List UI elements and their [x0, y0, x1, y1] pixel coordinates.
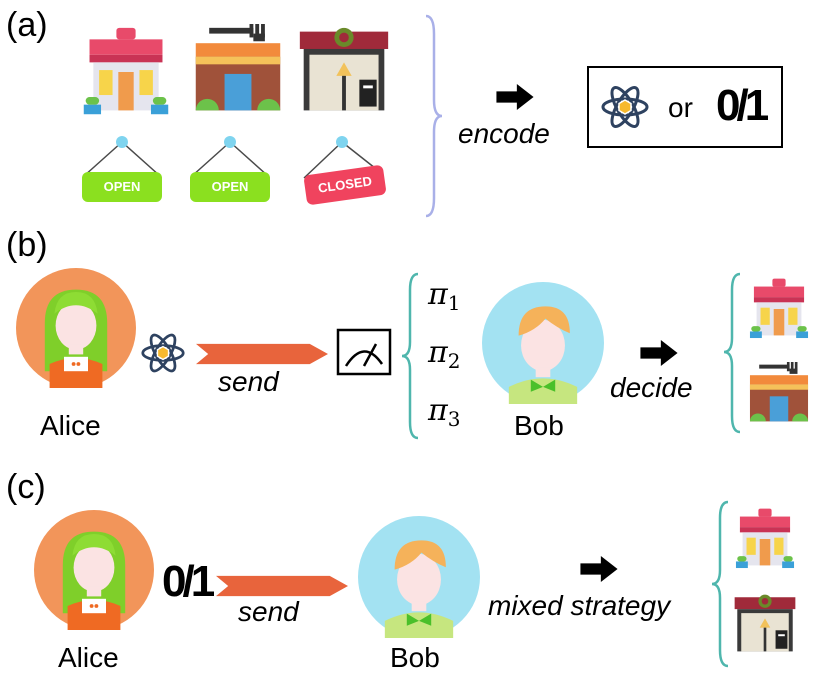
classical-bit-label: 0/1 [162, 557, 215, 606]
shop-icon [78, 24, 174, 120]
send-label: send [238, 596, 299, 627]
or-label: or [668, 92, 693, 123]
send-label: send [218, 366, 279, 397]
alice-avatar [16, 268, 136, 388]
measurement-3: π3 [428, 393, 461, 431]
atom-icon [140, 330, 186, 376]
open-sign: OPEN [82, 172, 162, 202]
alice-name: Alice [58, 642, 119, 673]
bob-name: Bob [514, 410, 564, 441]
arrow-icon [496, 84, 534, 110]
meter-icon [336, 328, 392, 376]
arrow-icon [580, 556, 618, 582]
classical-bit-label: 0/1 [716, 81, 769, 130]
panel-a-label: (a) [6, 6, 48, 44]
sign-hangers [83, 136, 380, 179]
shop-icon [746, 276, 812, 342]
alice-avatar [34, 510, 154, 630]
restaurant-icon [746, 362, 812, 428]
panel-b-label: (b) [6, 226, 48, 264]
restaurant-icon [190, 24, 286, 120]
brace-c [711, 500, 729, 668]
open-sign: OPEN [190, 172, 270, 202]
bob-avatar [358, 516, 480, 638]
encoding-box [587, 66, 783, 148]
encode-label: encode [458, 118, 550, 149]
brace-a [425, 14, 443, 218]
panel-c-label: (c) [6, 468, 46, 506]
arrow-icon [640, 340, 678, 366]
mixed-strategy-label: mixed strategy [488, 590, 671, 621]
decide-label: decide [610, 372, 693, 403]
measurement-1: π1 [428, 277, 461, 315]
brace-b [401, 272, 419, 440]
alice-name: Alice [40, 410, 101, 441]
bob-name: Bob [390, 642, 440, 673]
cafe-icon [296, 24, 392, 120]
cafe-icon [732, 592, 798, 658]
brace-b-right [723, 272, 741, 434]
atom-icon [600, 82, 650, 132]
shop-icon [732, 506, 798, 572]
bob-avatar [482, 282, 604, 404]
measurement-2: π2 [428, 335, 461, 373]
